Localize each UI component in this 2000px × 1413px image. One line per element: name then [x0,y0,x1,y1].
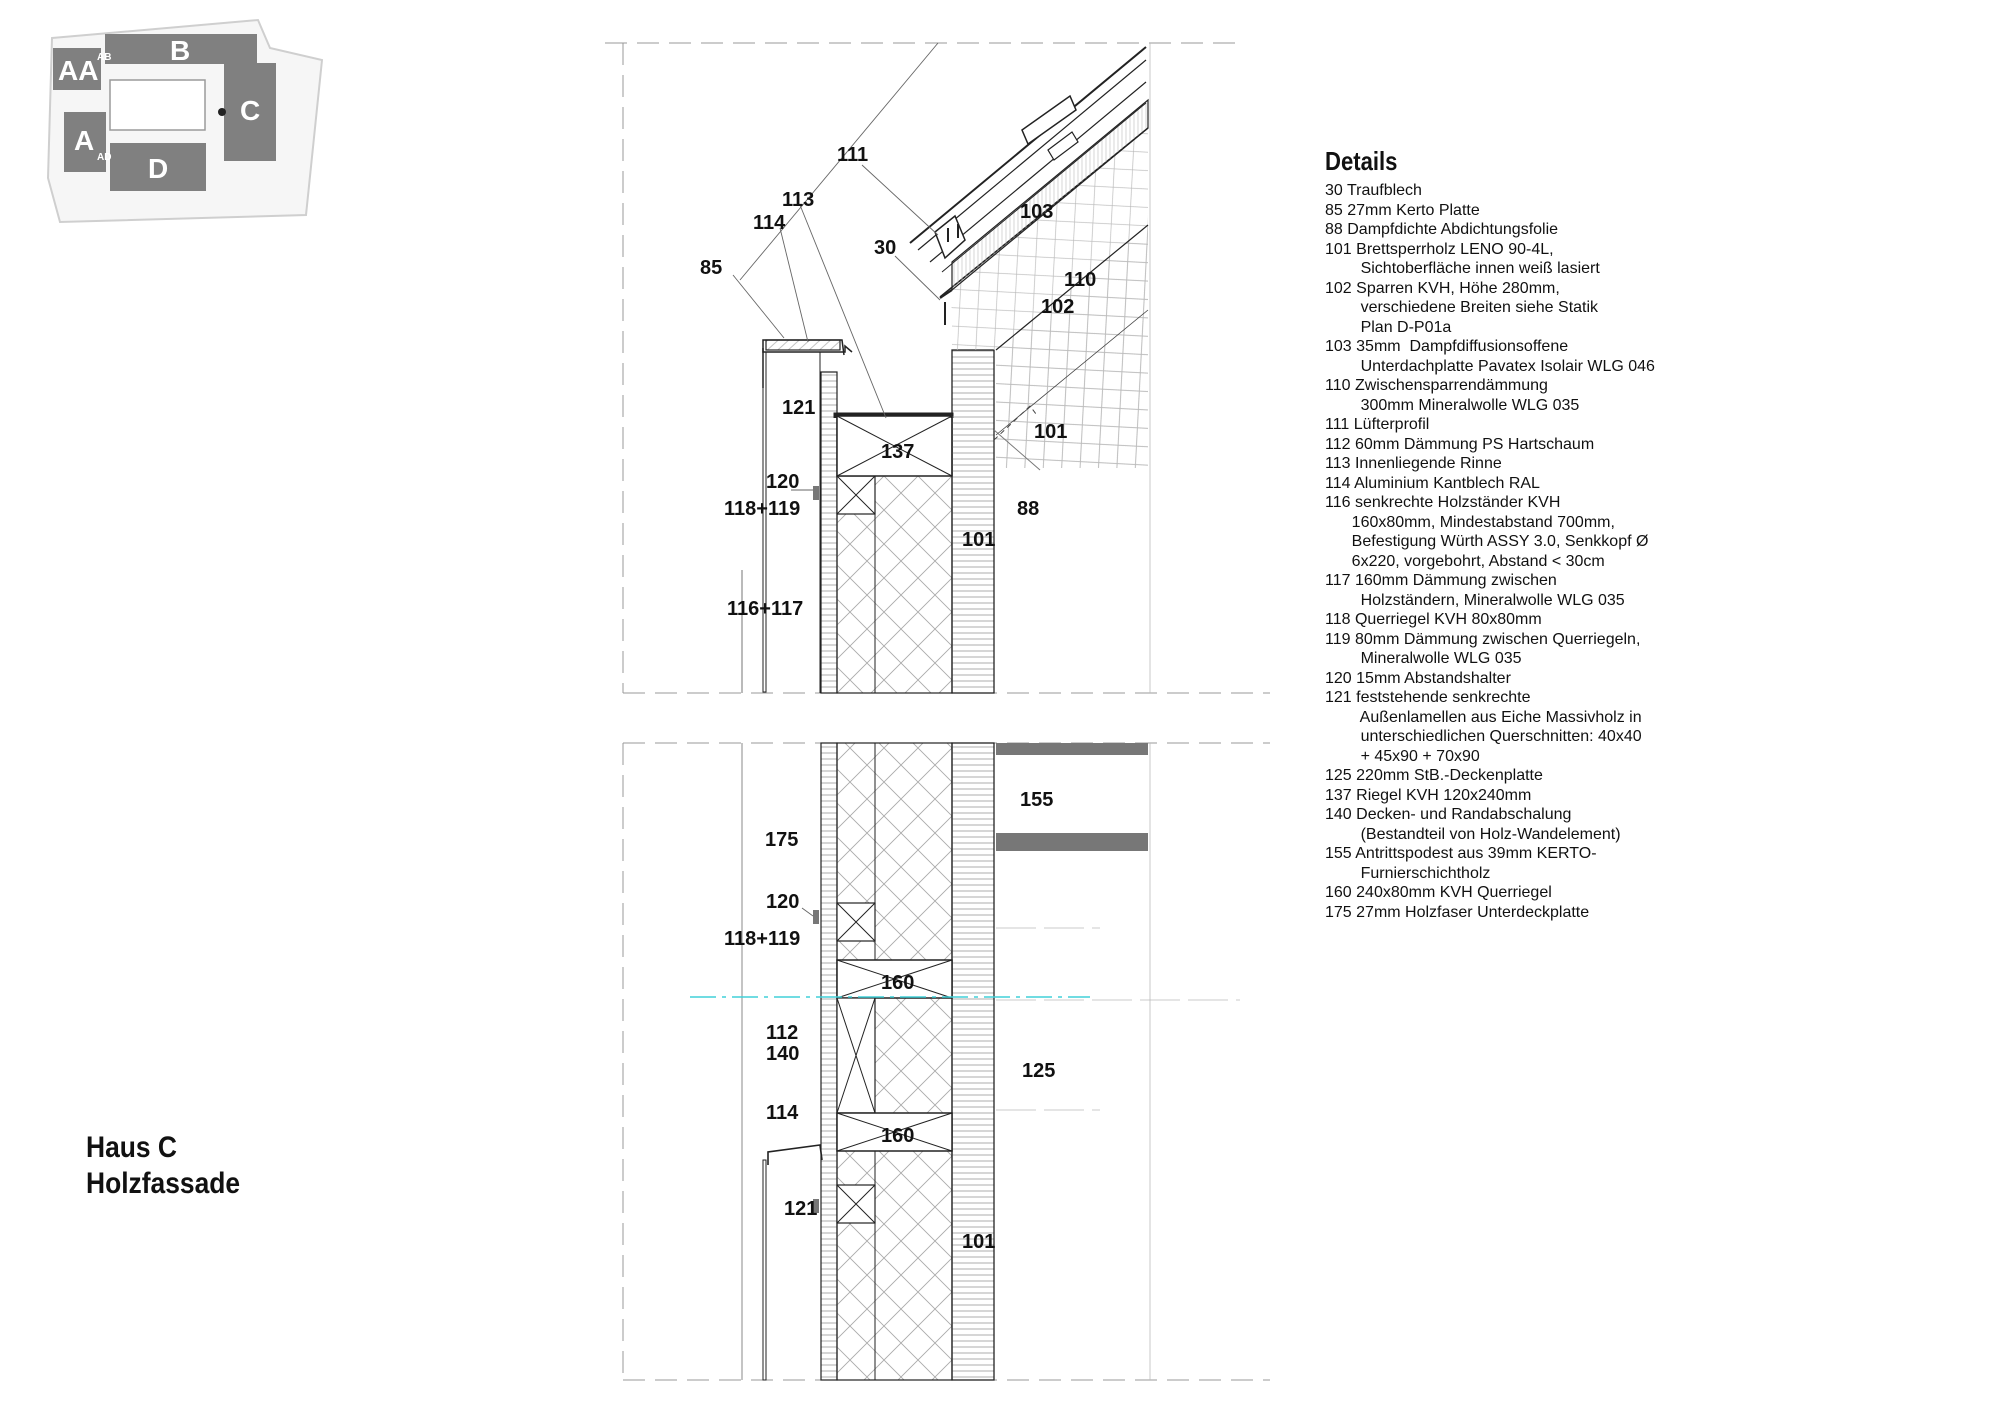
callout-175: 175 [765,829,798,851]
legend-line: 175 27mm Holzfaser Unterdeckplatte [1325,903,1590,921]
details-legend: Details 30 Traufblech 85 27mm Kerto Platt… [1325,146,1965,922]
legend-line: 160 240x80mm KVH Querriegel [1325,884,1552,901]
callout-88: 88 [1017,498,1039,520]
legend-line: 116 senkrechte Holzständer KVH [1325,494,1561,511]
callout-114: 114 [766,1102,799,1124]
legend-line: Plan D-P01a [1325,318,1452,336]
legend-line: 112 60mm Dämmung PS Hartschaum [1325,435,1595,453]
legend-line: Mineralwolle WLG 035 [1325,650,1522,667]
callout-85: 85 [700,257,722,279]
legend-line: 110 Zwischensparrendämmung [1325,377,1548,394]
legend-line: 103 35mm Dampfdiffusionsoffene [1325,338,1569,355]
legend-line: (Bestandteil von Holz-Wandelement) [1325,825,1621,843]
callout-101: 101 [962,529,995,551]
legend-line: Befestigung Würth ASSY 3.0, Senkkopf Ø [1325,533,1649,550]
callout-121: 121 [782,397,815,419]
callout-155: 155 [1020,789,1053,811]
callout-111: 111 [837,144,868,166]
legend-line: 120 15mm Abstandshalter [1325,669,1511,687]
key-plan: AA B C A D AB AD [46,18,324,224]
legend-line: 102 Sparren KVH, Höhe 280mm, [1325,279,1560,297]
callout-30: 30 [874,237,896,259]
callout-160: 160 [881,1125,914,1147]
legend-line: + 45x90 + 70x90 [1325,747,1480,765]
legend-line: 160x80mm, Mindestabstand 700mm, [1325,513,1615,531]
legend-list: 30 Traufblech 85 27mm Kerto Platte 88 Damp… [1325,181,1965,922]
legend-line: 101 Brettsperrholz LENO 90-4L, [1325,240,1554,258]
callout-120: 120 [766,471,799,493]
legend-line: 6x220, vorgebohrt, Abstand < 30cm [1325,552,1605,570]
key-label-aa: AA [58,55,98,86]
legend-line: 140 Decken- und Randabschalung [1325,806,1572,823]
legend-line: 113 Innenliegende Rinne [1325,455,1502,472]
building-block-aa [53,48,101,90]
legend-line: 88 Dampfdichte Abdichtungsfolie [1325,221,1559,238]
callout-121: 121 [784,1198,817,1220]
legend-line: 117 160mm Dämmung zwischen [1325,572,1557,589]
callout-118-119: 118+119 [724,498,800,520]
callout-137: 137 [881,441,914,463]
legend-line: 121 feststehende senkrechte [1325,689,1531,706]
key-label-b: B [170,35,190,66]
callout-125: 125 [1022,1060,1055,1082]
building-block-a [64,112,106,172]
callout-101: 101 [962,1231,995,1253]
legend-line: 137 Riegel KVH 120x240mm [1325,786,1532,804]
legend-line: Außenlamellen aus Eiche Massivholz in [1325,708,1642,726]
legend-line: 155 Antrittspodest aus 39mm KERTO- [1325,845,1597,862]
legend-line: 85 27mm Kerto Platte [1325,201,1480,219]
legend-line: Sichtoberfläche innen weiß lasiert [1325,260,1600,277]
callout-112: 112 [766,1022,798,1044]
legend-line: Holzständern, Mineralwolle WLG 035 [1325,591,1625,609]
legend-line: Furnierschichtholz [1325,864,1491,882]
building-block-d [110,143,206,191]
legend-line: Unterdachplatte Pavatex Isolair WLG 046 [1325,357,1655,375]
legend-line: 30 Traufblech [1325,182,1422,199]
key-label-d: D [148,153,168,184]
key-label-c: C [240,95,260,126]
title-block: Haus C Holzfassade [86,1130,261,1202]
details-title: Details [1325,146,1398,176]
legend-line: 119 80mm Dämmung zwischen Querriegeln, [1325,630,1641,648]
callout-118-119: 118+119 [724,928,800,950]
legend-line: 114 Aluminium Kantblech RAL [1325,474,1540,492]
legend-line: 125 220mm StB.-Deckenplatte [1325,767,1543,784]
callout-120: 120 [766,891,799,913]
title-line-2: Holzfassade [86,1167,241,1200]
callout-160: 160 [881,972,914,994]
building-block-c [224,63,276,161]
legend-line: 300mm Mineralwolle WLG 035 [1325,396,1580,414]
key-label-ad: AD [97,152,111,163]
callout-140: 140 [766,1043,799,1065]
title-line-1: Haus C [86,1131,177,1164]
callout-101: 101 [1034,421,1067,443]
callout-113: 113 [782,189,814,211]
courtyard [109,79,206,131]
key-label-a: A [74,125,94,156]
building-block-b [105,34,257,64]
lower-section: 155 175 120 118+119 160 112 140 125 114 … [622,742,1270,1381]
callout-114: 114 [753,212,786,234]
legend-line: 111 Lüfterprofil [1325,416,1430,433]
callout-103: 103 [1020,201,1053,223]
upper-section: 111 113 114 85 30 103 110 102 121 137 10… [605,42,1270,694]
key-label-ab: AB [97,52,111,63]
legend-line: verschiedene Breiten siehe Statik [1325,299,1599,316]
callout-110: 110 [1064,269,1096,291]
callout-116-117: 116+117 [727,598,803,620]
section-marker [218,108,226,116]
callout-102: 102 [1041,296,1074,318]
legend-line: 118 Querriegel KVH 80x80mm [1325,611,1542,628]
legend-line: unterschiedlichen Querschnitten: 40x40 [1325,728,1642,745]
